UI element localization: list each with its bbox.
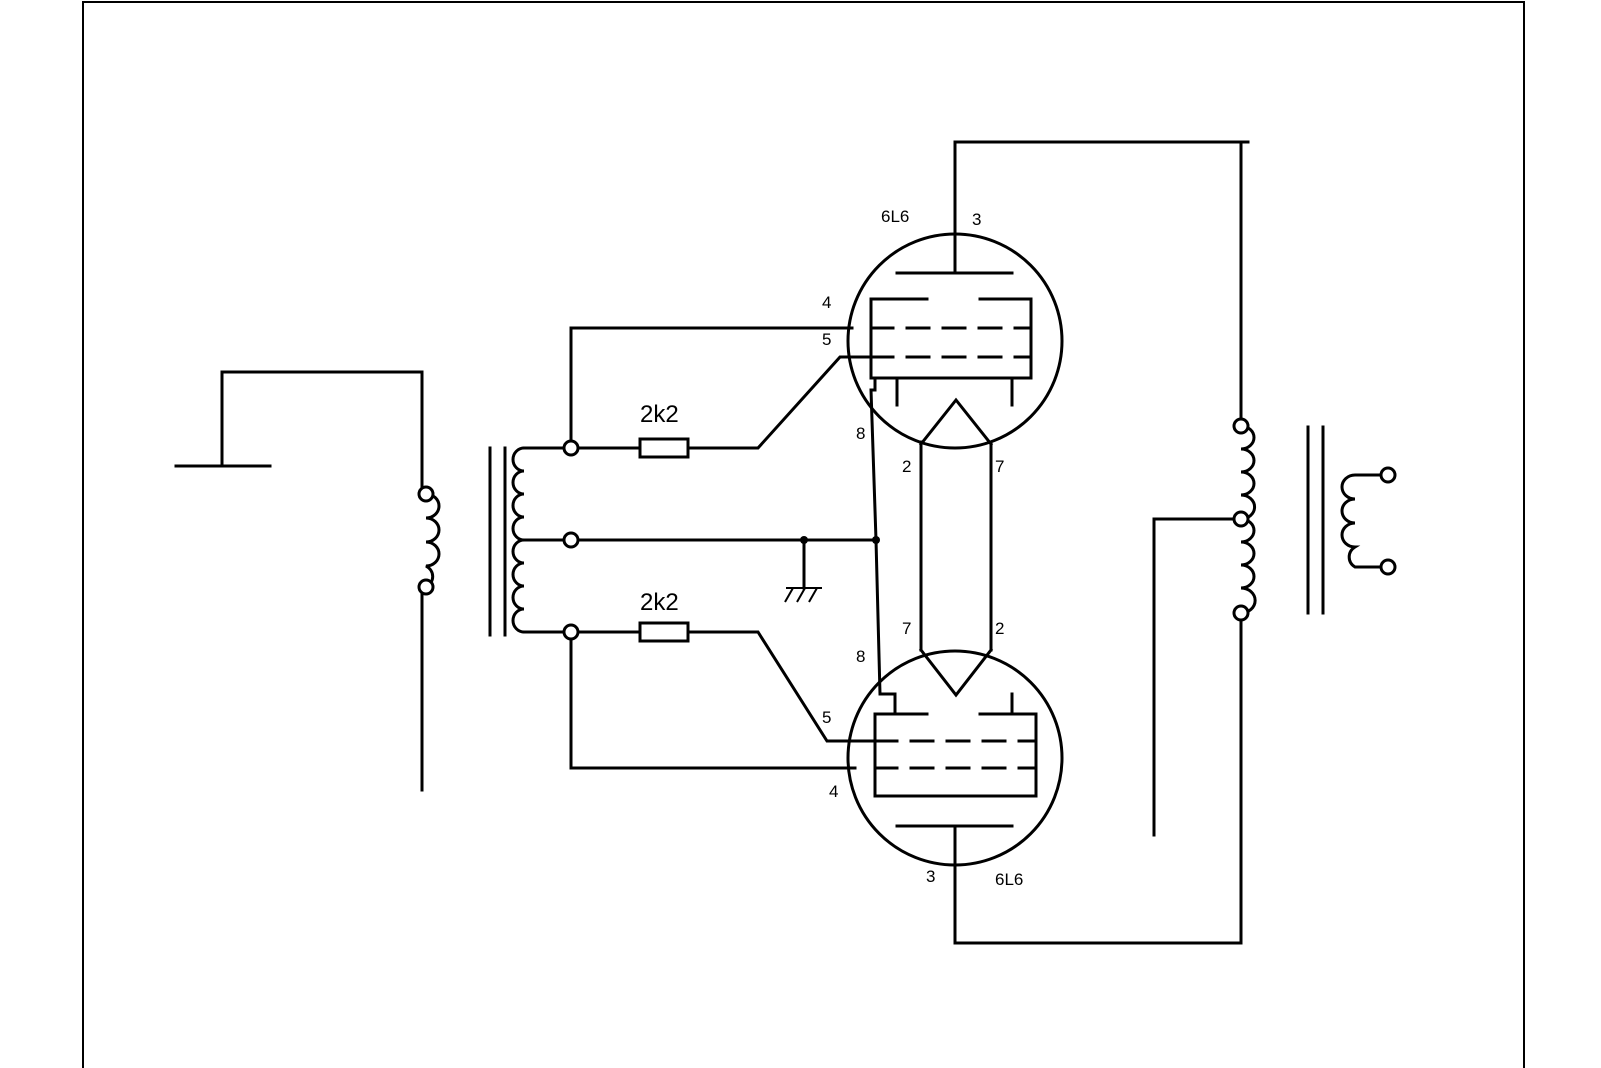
input-primary-top-terminal — [417, 485, 435, 503]
input-transformer — [417, 446, 568, 637]
output-primary-top-terminal — [1232, 417, 1250, 435]
output-secondary-bottom-terminal — [1379, 558, 1397, 576]
tube-lower-type-label: 6L6 — [995, 870, 1023, 889]
tube-lower-heater — [918, 647, 994, 698]
tube-upper-pin-g1: 5 — [822, 330, 831, 349]
tube-lower-pin-g1: 5 — [822, 708, 831, 727]
tube-upper-pin-cathode: 8 — [856, 424, 865, 443]
anode-wire-upper — [953, 140, 1250, 275]
grid-resistor-lower — [638, 621, 690, 643]
output-transformer-core — [1306, 425, 1325, 615]
grid-resistor-upper — [638, 437, 690, 459]
grid-wiring — [569, 326, 878, 770]
tube-lower-pin-anode: 3 — [926, 867, 935, 886]
input-secondary-top-terminal — [562, 439, 580, 457]
output-b-plus-wire — [1152, 517, 1238, 837]
output-transformer — [1152, 417, 1397, 837]
output-secondary-top-terminal — [1379, 466, 1397, 484]
input-secondary-center-terminal — [562, 531, 580, 549]
input-primary-coil — [423, 492, 441, 590]
page-frame — [82, 1, 1525, 1068]
tube-upper-pin-heater-b: 7 — [995, 457, 1004, 476]
input-secondary-coil-upper — [511, 446, 526, 542]
cathode-wire-upper — [869, 376, 878, 542]
tube-upper-pin-anode: 3 — [972, 210, 981, 229]
output-secondary-coil — [1340, 473, 1390, 569]
tube-lower-pin-heater-b: 2 — [995, 619, 1004, 638]
tube-lower-pin-cathode: 8 — [856, 647, 865, 666]
input-primary-bottom-terminal — [417, 578, 435, 596]
output-primary-center-terminal — [1232, 510, 1250, 528]
input-section — [174, 370, 424, 792]
tube-lower-pin-g2: 4 — [829, 782, 838, 801]
output-primary-coil-upper — [1239, 424, 1257, 521]
cathode-wire-lower — [874, 538, 897, 702]
tube-upper-pin-g2: 4 — [822, 293, 831, 312]
grid-resistor-lower-value: 2k2 — [640, 589, 679, 616]
output-primary-bottom-terminal — [1232, 604, 1250, 622]
input-secondary-coil-lower — [511, 538, 526, 634]
grid-resistor-upper-value: 2k2 — [640, 401, 679, 428]
ground-junction-dot — [800, 536, 808, 544]
input-transformer-core — [488, 446, 507, 637]
tube-upper-type-label: 6L6 — [881, 207, 909, 226]
anode-wire-lower — [953, 611, 1243, 945]
cathode-junction-dot — [872, 536, 880, 544]
chassis-ground-symbol — [784, 538, 822, 603]
tube-upper-pin-heater-a: 2 — [902, 457, 911, 476]
output-primary-coil-lower — [1239, 517, 1257, 615]
tube-lower-grid-frame — [873, 712, 1038, 798]
tube-upper-grid-frame — [869, 297, 1033, 380]
input-secondary-bottom-terminal — [562, 623, 580, 641]
tube-lower-pin-heater-a: 7 — [902, 619, 911, 638]
tube-upper-heater — [918, 397, 994, 447]
